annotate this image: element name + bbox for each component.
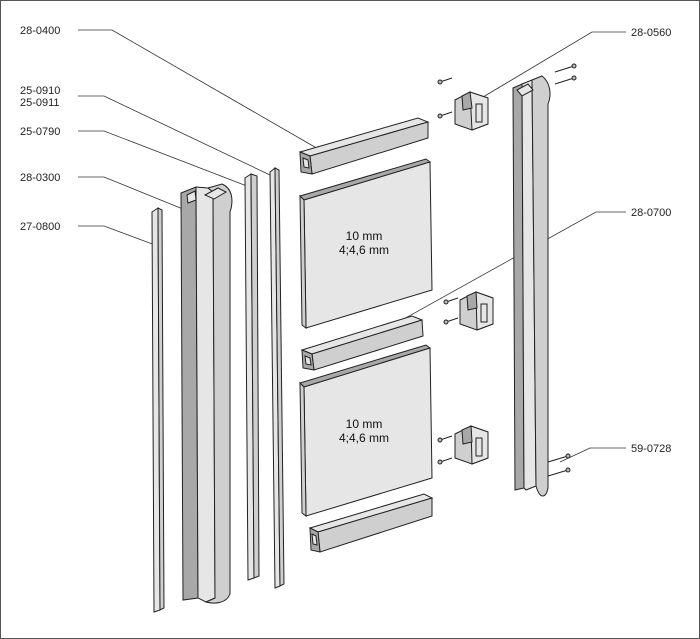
rail-28-0700 bbox=[300, 315, 424, 371]
profile-28-0300 bbox=[180, 183, 233, 604]
hinge-upper bbox=[454, 91, 489, 131]
leader-28-0560 bbox=[477, 31, 626, 101]
label-28-0560: 28-0560 bbox=[631, 27, 671, 39]
label-28-0700: 28-0700 bbox=[631, 207, 671, 219]
leader-28-0400 bbox=[78, 29, 321, 151]
leader-28-0700 bbox=[374, 211, 626, 336]
leader-28-0300 bbox=[78, 176, 206, 219]
panel-upper-thickness-alt: 4;4,6 mm bbox=[339, 243, 389, 257]
hinge-middle bbox=[459, 291, 494, 331]
profile-27-0800 bbox=[151, 207, 165, 613]
label-28-0400: 28-0400 bbox=[20, 25, 60, 37]
part-labels: 28-0400 25-0910 25-0911 25-0790 28-0300 … bbox=[20, 25, 671, 455]
panel-lower-thickness-alt: 4;4,6 mm bbox=[339, 431, 389, 445]
label-28-0300: 28-0300 bbox=[20, 172, 60, 184]
label-25-0911: 25-0911 bbox=[20, 97, 60, 109]
screws-59-0728 bbox=[547, 63, 577, 477]
hinge-lower bbox=[454, 425, 489, 465]
panel-upper-thickness: 10 mm bbox=[346, 229, 383, 243]
panel-upper: 10 mm 4;4,6 mm bbox=[299, 158, 433, 330]
leader-25-0790 bbox=[78, 130, 253, 189]
leader-25-0910 bbox=[78, 95, 271, 176]
panel-lower-thickness: 10 mm bbox=[346, 417, 383, 431]
rail-bottom bbox=[308, 493, 434, 553]
label-27-0800: 27-0800 bbox=[20, 221, 60, 233]
profile-25-0790 bbox=[244, 173, 260, 581]
leader-27-0800 bbox=[78, 225, 156, 246]
rail-28-0400 bbox=[298, 117, 430, 175]
leader-lines bbox=[78, 29, 626, 463]
screws-hinges bbox=[437, 77, 459, 465]
profile-25-0910 bbox=[269, 166, 285, 589]
profile-right-handle bbox=[512, 75, 551, 497]
label-25-0790: 25-0790 bbox=[20, 126, 60, 138]
label-59-0728: 59-0728 bbox=[631, 443, 671, 455]
label-25-0910: 25-0910 bbox=[20, 85, 60, 97]
panel-lower: 10 mm 4;4,6 mm bbox=[299, 344, 433, 518]
